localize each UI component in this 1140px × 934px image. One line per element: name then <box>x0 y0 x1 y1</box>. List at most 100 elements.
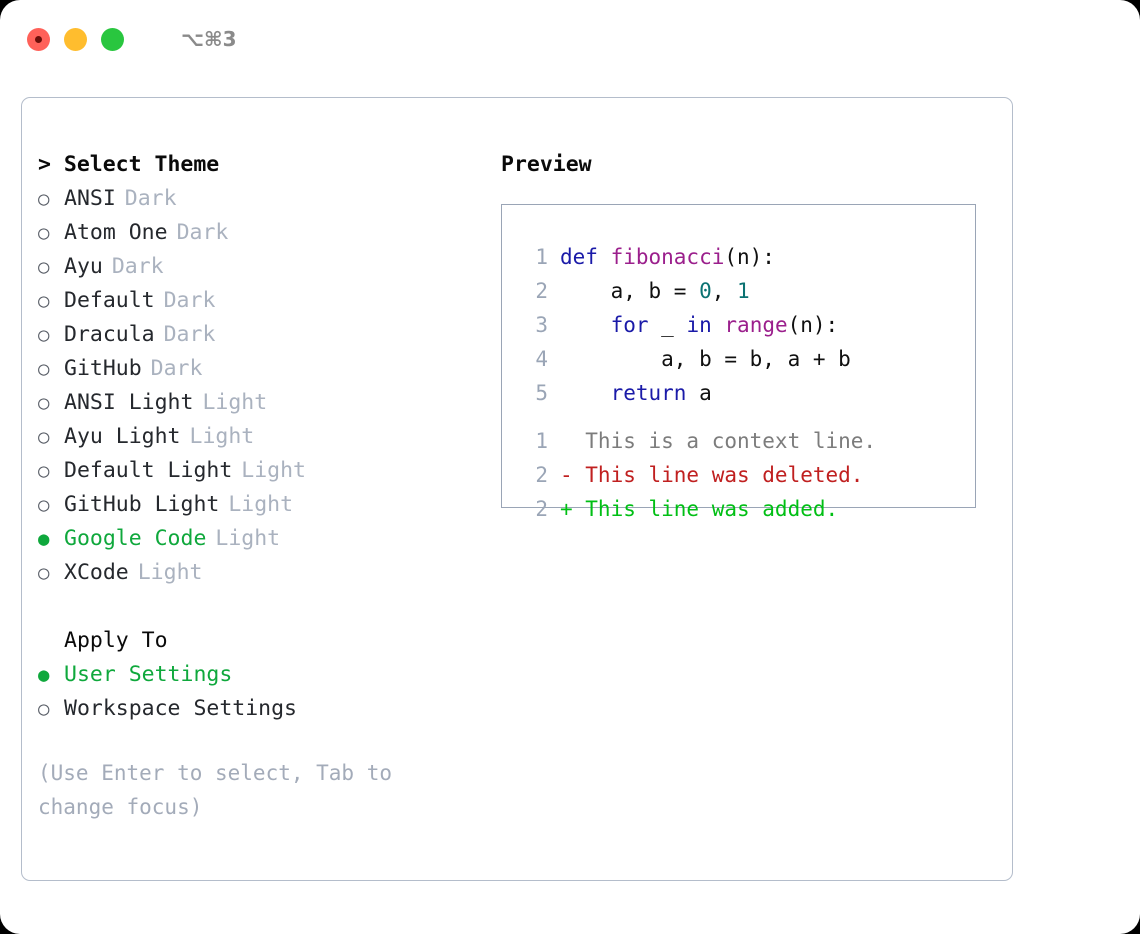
radio-unselected-icon: ○ <box>38 256 50 278</box>
diff-sample: 1 This is a context line. 2 - This line wa… <box>512 424 969 526</box>
theme-option[interactable]: ○ Default Light Light <box>38 454 478 488</box>
diff-line-number: 1 <box>535 429 548 453</box>
diff-line-number: 2 <box>535 463 548 487</box>
code-token-kw: def <box>560 245 611 269</box>
theme-option-category: Dark <box>124 186 177 211</box>
theme-option-label: XCode <box>64 560 129 585</box>
code-token-pl: (n): <box>724 245 775 269</box>
code-line: 4 a, b = b, a + b <box>512 342 969 376</box>
theme-option-label: Default <box>64 288 155 313</box>
theme-option-label: Google Code <box>64 526 207 551</box>
window-controls <box>27 27 124 51</box>
code-token-fn: fibonacci <box>610 245 725 269</box>
radio-unselected-icon: ○ <box>38 222 50 244</box>
theme-option-label: GitHub Light <box>64 492 220 517</box>
theme-option-label: GitHub <box>64 356 142 381</box>
theme-option-label: ANSI Light <box>64 390 194 415</box>
apply-to-option[interactable]: ● User Settings <box>38 658 478 692</box>
code-token-pl: , <box>711 279 738 303</box>
title-bar: ⌥⌘3 <box>0 0 1140 78</box>
diff-line-text: This is a context line. <box>560 429 877 453</box>
theme-option[interactable]: ○ GitHub Dark <box>38 352 478 386</box>
minimize-window-button[interactable] <box>64 27 87 51</box>
theme-option-label: ANSI <box>64 186 116 211</box>
theme-option[interactable]: ○ ANSI Light Light <box>38 386 478 420</box>
close-window-button[interactable] <box>27 27 50 51</box>
apply-to-list: ● User Settings ○Workspace Settings <box>38 658 478 726</box>
diff-line-text: + This line was added. <box>560 497 839 521</box>
code-token-pl <box>712 313 725 337</box>
code-token-pl: (n): <box>787 313 839 337</box>
keyboard-hint-text: (Use Enter to select, Tab to change focu… <box>38 761 393 819</box>
code-token-pl <box>560 381 611 405</box>
theme-option[interactable]: ○ Default Dark <box>38 284 478 318</box>
apply-to-option[interactable]: ○Workspace Settings <box>38 692 478 726</box>
theme-option-category: Light <box>241 458 307 483</box>
code-line-text: return a <box>560 376 712 410</box>
radio-unselected-icon: ○ <box>38 290 50 312</box>
diff-line-text: - This line was deleted. <box>560 463 864 487</box>
code-line-number: 1 <box>535 245 548 269</box>
radio-unselected-icon: ○ <box>38 392 50 414</box>
apply-to-option-label: User Settings <box>64 662 233 687</box>
theme-option[interactable]: ○ Ayu Dark <box>38 250 478 284</box>
radio-unselected-icon: ○ <box>38 460 50 482</box>
apply-to-header: Apply To <box>64 628 168 653</box>
theme-option-category: Dark <box>150 356 203 381</box>
code-token-pl: a, b = b, a + b <box>560 347 851 371</box>
select-theme-header: > Select Theme <box>38 152 220 177</box>
code-line-text: for _ in range(n): <box>560 308 839 342</box>
code-line-text: def fibonacci(n): <box>560 240 775 274</box>
code-token-num: 1 <box>737 279 750 303</box>
radio-unselected-icon: ○ <box>38 358 50 380</box>
code-line: 1 def fibonacci(n): <box>512 240 969 274</box>
code-line-text: a, b = 0, 1 <box>560 274 750 308</box>
radio-selected-icon: ● <box>38 528 50 550</box>
theme-option-category: Light <box>189 424 255 449</box>
code-line-number: 5 <box>535 381 548 405</box>
radio-unselected-icon: ○ <box>38 562 50 584</box>
code-token-kw: in <box>686 313 712 337</box>
code-token-kw: return <box>610 381 687 405</box>
diff-line-number: 2 <box>535 497 548 521</box>
theme-option-category: Dark <box>163 322 216 347</box>
theme-option-label: Default Light <box>64 458 233 483</box>
code-line-number: 4 <box>535 347 548 371</box>
radio-selected-icon: ● <box>38 664 50 686</box>
diff-line: 2 - This line was deleted. <box>512 458 969 492</box>
keyboard-shortcut-label: ⌥⌘3 <box>181 27 237 51</box>
code-line: 2 a, b = 0, 1 <box>512 274 969 308</box>
diff-line: 1 This is a context line. <box>512 424 969 458</box>
theme-option-category: Dark <box>176 220 229 245</box>
theme-option-category: Light <box>228 492 294 517</box>
theme-option-category: Dark <box>163 288 216 313</box>
radio-unselected-icon: ○ <box>38 324 50 346</box>
code-token-pl <box>560 313 611 337</box>
apply-to-option-label: Workspace Settings <box>64 696 297 721</box>
theme-option-category: Light <box>202 390 268 415</box>
diff-line: 2 + This line was added. <box>512 492 969 526</box>
preview-title: Preview <box>501 152 592 177</box>
theme-option[interactable]: ○ ANSI Dark <box>38 182 478 216</box>
code-token-kw: for <box>610 313 649 337</box>
code-token-pl: a <box>686 381 712 405</box>
theme-option-category: Dark <box>111 254 164 279</box>
theme-option-label: Ayu <box>64 254 103 279</box>
maximize-window-button[interactable] <box>101 27 124 51</box>
radio-unselected-icon: ○ <box>38 188 50 210</box>
radio-unselected-icon: ○ <box>38 426 50 448</box>
list-spacer <box>38 590 478 624</box>
code-token-pl: _ <box>648 313 687 337</box>
